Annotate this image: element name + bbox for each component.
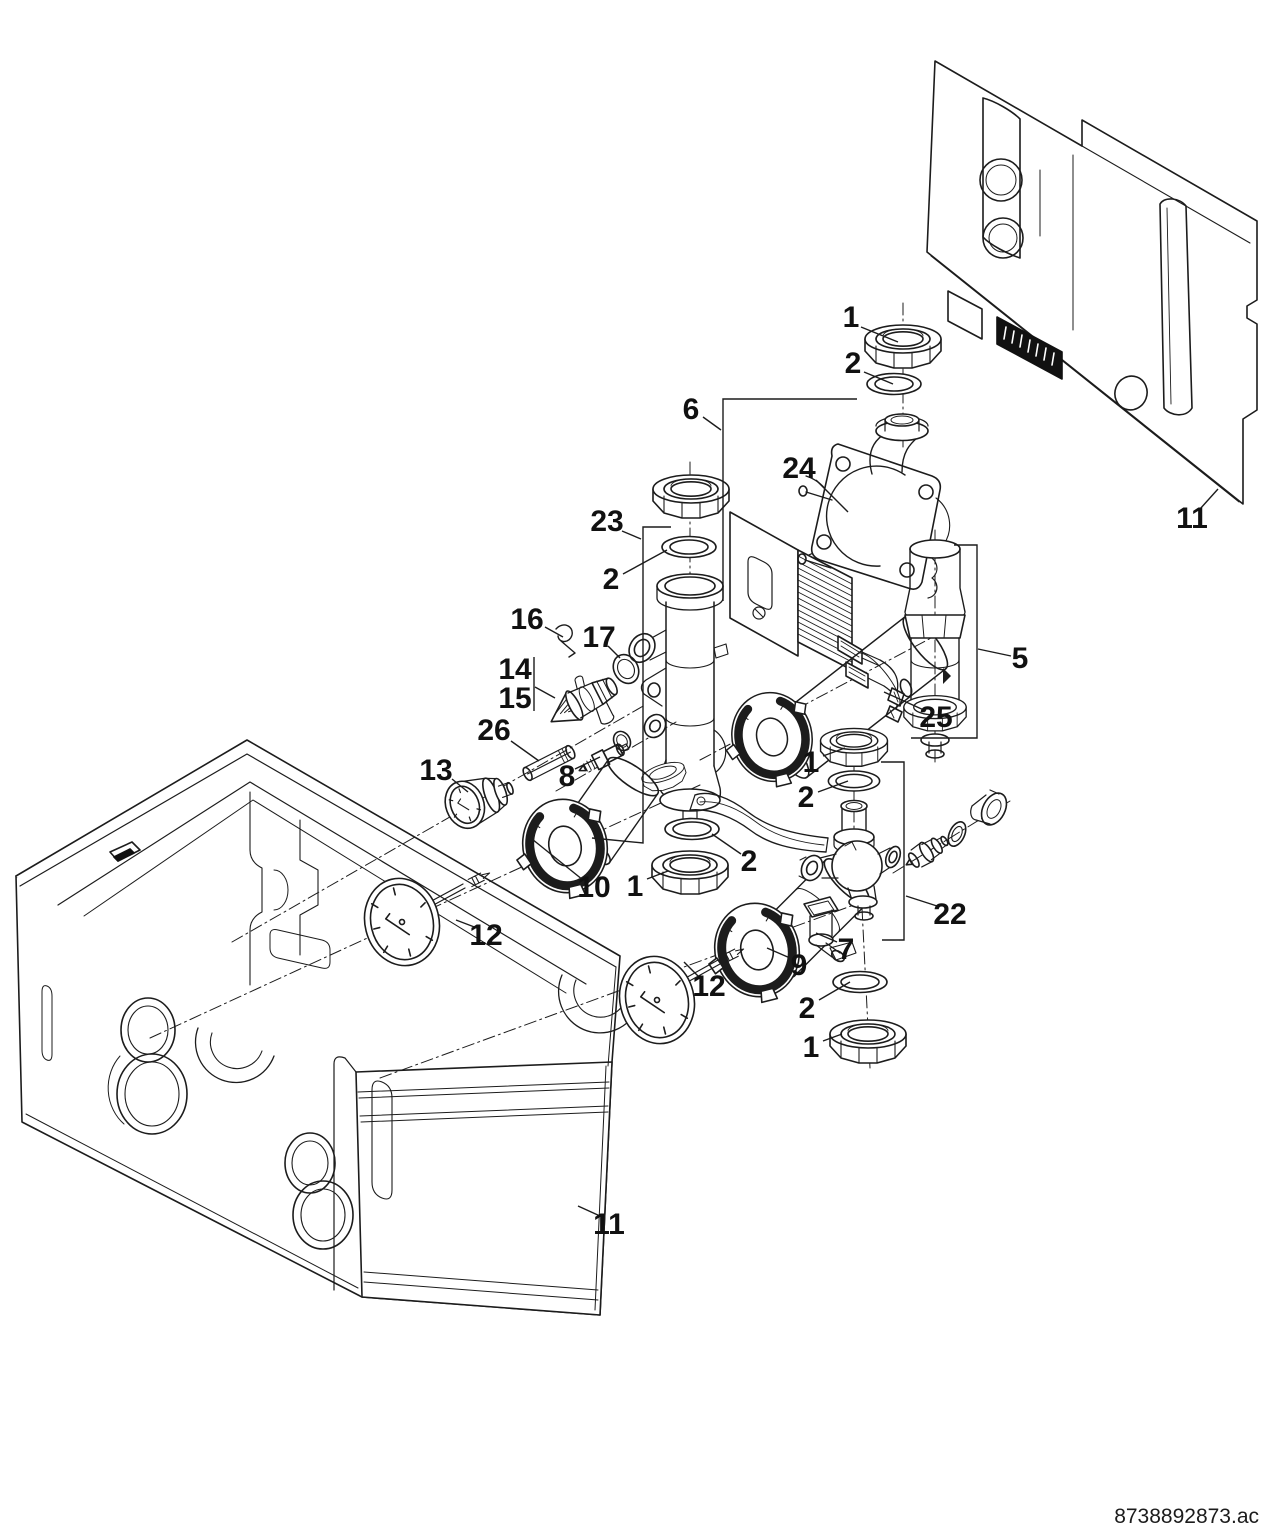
- clamp-shell-part-9: [697, 894, 811, 1013]
- thermometer-housing-part-13: [444, 777, 514, 830]
- union-nut-part-1e: [829, 1019, 907, 1064]
- seal-part-2e: [832, 970, 888, 994]
- seal-part-2: [866, 372, 922, 396]
- union-nut-part-1b: [652, 474, 730, 519]
- seal-part-2d: [827, 770, 881, 792]
- seal-part-2c: [664, 817, 720, 841]
- clamp-shell-part-10: [505, 790, 619, 909]
- insulation-tray-part-11: [15, 739, 639, 1316]
- washer: [947, 820, 967, 848]
- cap-nut: [970, 789, 1008, 826]
- union-nut-part-1d: [819, 727, 889, 767]
- seal-part-2b: [661, 535, 717, 559]
- thermometer-dial-12b: [609, 947, 705, 1053]
- pump-part-6: [729, 413, 951, 723]
- drain-valve-part-7: [803, 896, 857, 963]
- union-nut-part-1: [864, 324, 942, 369]
- document-number: 8738892873.ac: [1114, 1505, 1259, 1528]
- union-nut-part-1c: [651, 850, 729, 895]
- clamp-shell-center: [715, 684, 823, 797]
- sensor-part-8: [578, 743, 630, 772]
- check-valve-insert: [905, 835, 949, 868]
- sleeve-part-26: [522, 744, 576, 782]
- clip-part-16: [555, 624, 576, 658]
- rear-panel-part-11: [926, 60, 1258, 505]
